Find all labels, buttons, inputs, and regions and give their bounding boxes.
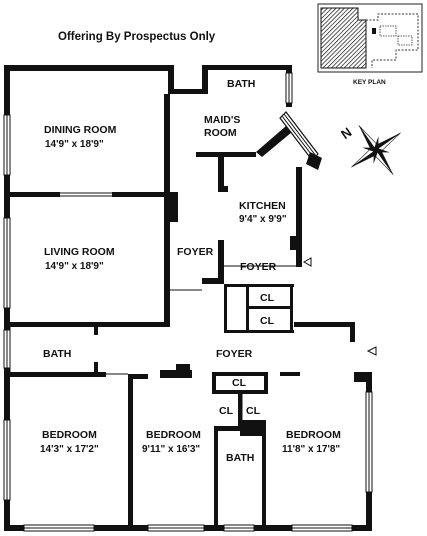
foyer-right-label: FOYER [240, 261, 277, 273]
maids-room-label-line1: MAID'S [204, 114, 240, 126]
kitchen-bay-wall [256, 111, 322, 170]
key-plan: KEY PLAN [317, 3, 423, 86]
bath-top-label: BATH [227, 78, 255, 90]
closet-5-label: CL [246, 405, 261, 417]
maids-room-label-line2: ROOM [204, 127, 237, 139]
foyer-main-label: FOYER [216, 348, 253, 360]
windows [3, 72, 373, 532]
living-room-dims: 14'9" x 18'9" [45, 261, 104, 272]
partition-lines [9, 192, 296, 426]
foyer-entrance-arrow [366, 346, 377, 356]
living-room-label: LIVING ROOM [44, 246, 115, 258]
compass-rose: N [338, 124, 401, 175]
bath-bottom-label: BATH [226, 452, 254, 464]
key-plan-unit-highlight [320, 7, 367, 69]
bath-left-label: BATH [43, 348, 71, 360]
kitchen-dims: 9'4" x 9'9" [239, 214, 287, 225]
kitchen-label: KITCHEN [239, 200, 286, 212]
dining-room-label: DINING ROOM [44, 124, 117, 136]
prospectus-title: Offering By Prospectus Only [58, 31, 216, 43]
north-label: N [338, 124, 354, 142]
bedroom-1-dims: 14'3" x 17'2" [40, 444, 99, 455]
closet-4-label: CL [219, 405, 234, 417]
bedroom-2-dims: 9'11" x 16'3" [142, 444, 200, 455]
foyer-left-label: FOYER [177, 246, 214, 258]
closet-1-label: CL [260, 292, 275, 304]
key-plan-label: KEY PLAN [353, 79, 386, 86]
bedroom-3-label: BEDROOM [286, 429, 341, 441]
bedroom-2-label: BEDROOM [146, 429, 201, 441]
closet-2-label: CL [260, 315, 275, 327]
dining-room-dims: 14'9" x 18'9" [45, 139, 104, 150]
entrance-markers [302, 257, 377, 356]
bedroom-3-dims: 11'8" x 17'8" [282, 444, 340, 455]
bedroom-1-label: BEDROOM [42, 429, 97, 441]
closet-3-label: CL [232, 377, 247, 389]
kitchen-entrance-arrow [302, 257, 312, 267]
